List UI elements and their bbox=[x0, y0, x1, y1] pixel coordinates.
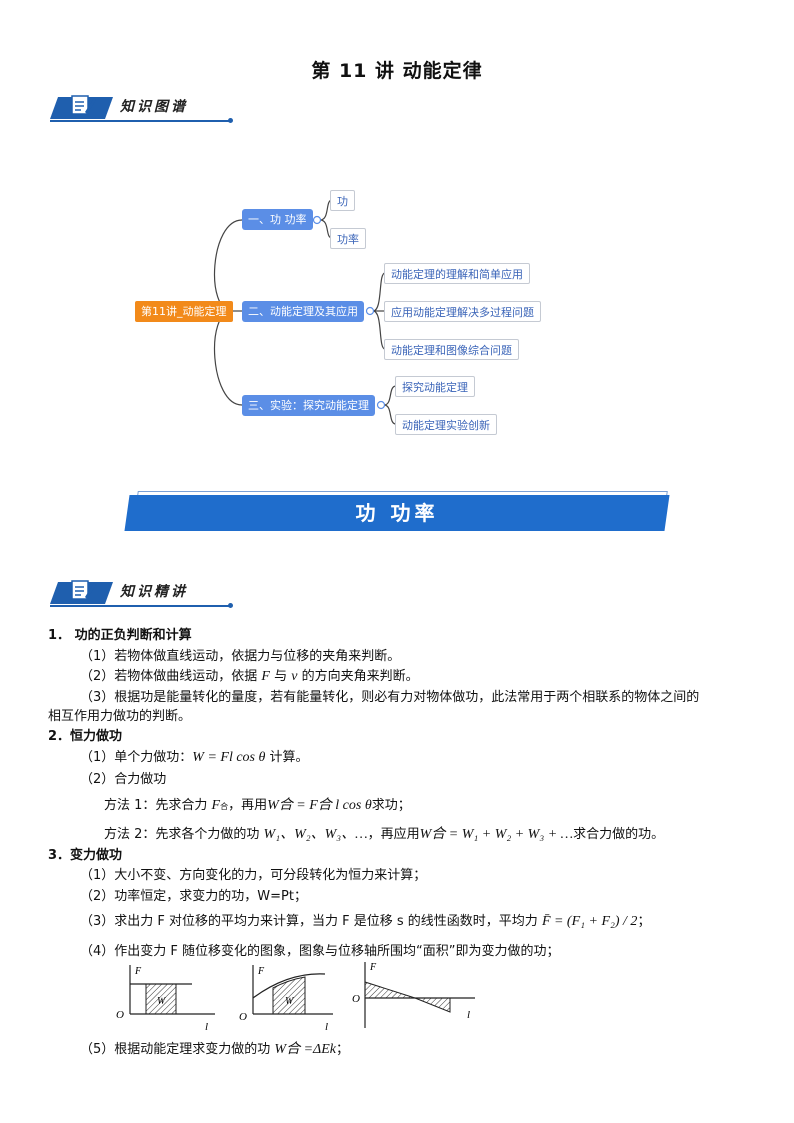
svg-text:F: F bbox=[257, 966, 265, 977]
paragraph: （1）若物体做直线运动，依据力与位移的夹角来判断。 bbox=[80, 649, 401, 664]
section-title: 功 功率 bbox=[355, 501, 439, 525]
paragraph: （5）根据动能定理求变力做的功 W合 =ΔEk； bbox=[80, 1042, 350, 1057]
mindmap-leaf[interactable]: 动能定理实验创新 bbox=[395, 414, 497, 435]
banner-label: 知识精讲 bbox=[120, 584, 188, 600]
mindmap-leaf[interactable]: 功率 bbox=[330, 228, 366, 249]
svg-text:O: O bbox=[116, 1009, 124, 1021]
heading-3: 3．变力做功 bbox=[48, 848, 123, 863]
banner-label: 知识图谱 bbox=[120, 99, 188, 115]
paragraph: （2）若物体做曲线运动，依据 F 与 v 的方向夹角来判断。 bbox=[80, 669, 419, 684]
svg-text:W: W bbox=[285, 996, 295, 1007]
paragraph: （1）单个力做功：W = Fl cos θ 计算。 bbox=[80, 750, 309, 765]
svg-text:O: O bbox=[352, 993, 360, 1005]
page-title: 第 11 讲 动能定律 bbox=[311, 60, 483, 82]
heading-2: 2．恒力做功 bbox=[48, 729, 123, 744]
svg-text:l: l bbox=[205, 1021, 208, 1032]
mindmap-branch-1[interactable]: 一、功 功率 bbox=[242, 209, 313, 230]
graph-constant-force: W F O l bbox=[116, 965, 215, 1032]
paragraph: （4）作出变力 F 随位移变化的图象，图象与位移轴所围均“面积”即为变力做的功； bbox=[80, 944, 560, 959]
paragraph: （3）根据功是能量转化的量度，若有能量转化，则必有力对物体做功，此法常用于两个相… bbox=[80, 690, 700, 705]
mindmap-leaf[interactable]: 应用动能定理解决多过程问题 bbox=[384, 301, 541, 322]
svg-text:O: O bbox=[239, 1011, 247, 1023]
mindmap-leaf[interactable]: 动能定理和图像综合问题 bbox=[384, 339, 519, 360]
knowledge-map-banner: 知识图谱 bbox=[50, 92, 233, 123]
svg-text:F: F bbox=[134, 966, 142, 977]
section-header: 功 功率 bbox=[124, 491, 672, 531]
paragraph: （2）功率恒定，求变力的功，W=Pt； bbox=[80, 889, 307, 904]
mindmap-branch-2[interactable]: 二、动能定理及其应用 bbox=[242, 301, 364, 322]
graph-linear-force: F O l bbox=[352, 962, 475, 1028]
mindmap-root[interactable]: 第11讲_动能定理 bbox=[135, 301, 233, 322]
mindmap-leaf[interactable]: 探究动能定理 bbox=[395, 376, 475, 397]
paragraph: （1）大小不变、方向变化的力，可分段转化为恒力来计算； bbox=[80, 868, 427, 883]
knowledge-detail-banner: 知识精讲 bbox=[50, 577, 233, 608]
notepad-icon bbox=[71, 580, 96, 600]
svg-text:F: F bbox=[369, 962, 377, 973]
mindmap-branch-3[interactable]: 三、实验：探究动能定理 bbox=[242, 395, 375, 416]
mindmap-connectors bbox=[213, 199, 397, 425]
graph-curved-force: W F O l bbox=[239, 965, 333, 1032]
method-1: 方法 1：先求合力 F合，再用W合 = F合 l cos θ求功； bbox=[104, 798, 411, 813]
notepad-icon bbox=[71, 95, 96, 115]
svg-text:l: l bbox=[467, 1009, 470, 1021]
svg-text:W: W bbox=[157, 996, 167, 1007]
heading-1: 1． 功的正负判断和计算 bbox=[48, 628, 192, 643]
mindmap-leaf[interactable]: 动能定理的理解和简单应用 bbox=[384, 263, 530, 284]
mindmap-leaf[interactable]: 功 bbox=[330, 190, 355, 211]
paragraph: 相互作用力做功的判断。 bbox=[48, 709, 192, 724]
svg-text:l: l bbox=[325, 1021, 328, 1032]
method-2: 方法 2：先求各个力做的功 W₁、W₂、W₃、…，再应用W合 = W₁ + W₂… bbox=[104, 827, 665, 842]
paragraph: （3）求出力 F 对位移的平均力来计算，当力 F 是位移 s 的线性函数时，平均… bbox=[80, 914, 651, 929]
paragraph: （2）合力做功 bbox=[80, 772, 167, 787]
